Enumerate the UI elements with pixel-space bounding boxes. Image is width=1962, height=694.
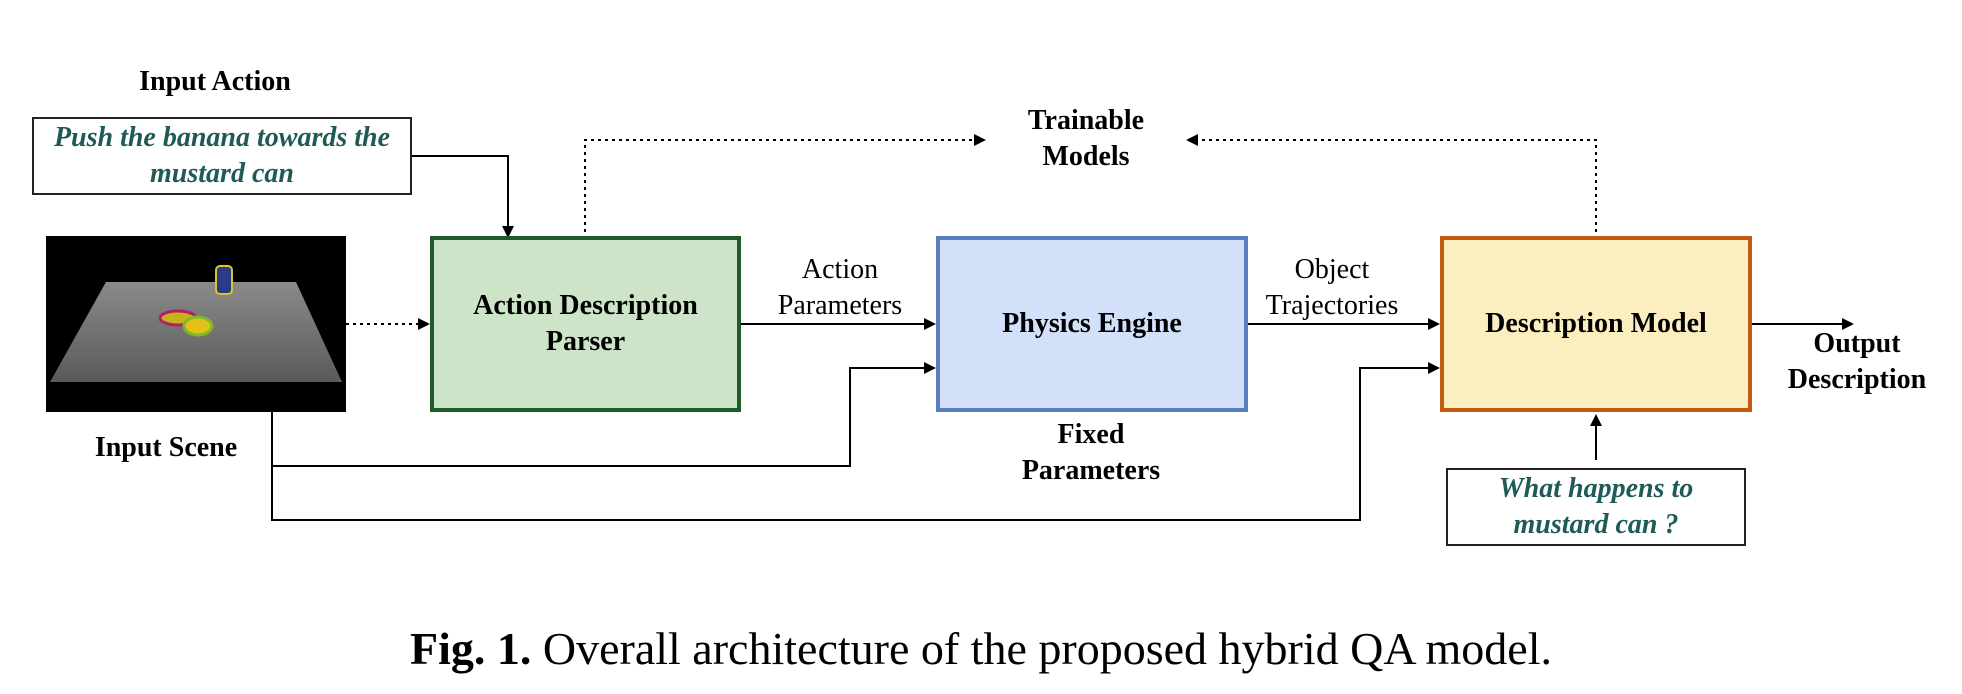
fruit-object bbox=[182, 315, 214, 337]
caption-text: Overall architecture of the proposed hyb… bbox=[542, 623, 1552, 674]
input-action-box: Push the banana towards the mustard can bbox=[32, 117, 412, 195]
input-scene-label: Input Scene bbox=[94, 432, 238, 463]
parser-to-trainable-dotted bbox=[584, 134, 986, 232]
action-parameters-label: Action Parameters bbox=[777, 254, 903, 321]
input-action-heading: Input Action bbox=[139, 66, 291, 97]
output-description-label: Output Description bbox=[1787, 328, 1927, 395]
trainable-models-label: Trainable Models bbox=[1027, 105, 1145, 172]
action-to-parser-arrow bbox=[412, 155, 514, 238]
description-model-node: Description Model bbox=[1440, 236, 1752, 412]
action-description-parser-node: Action Description Parser bbox=[430, 236, 741, 412]
mustard-can-object bbox=[215, 265, 233, 295]
fixed-parameters-label: Fixed Parameters bbox=[1021, 419, 1161, 486]
object-trajectories-label: Object Trajectories bbox=[1265, 254, 1399, 321]
description-label: Description Model bbox=[1485, 308, 1707, 339]
caption-prefix: Fig. 1. bbox=[409, 623, 532, 674]
question-box: What happens to mustard can ? bbox=[1446, 468, 1746, 546]
parser-label: Action Description Parser bbox=[473, 290, 698, 357]
figure-caption: Fig. 1. Overall architecture of the prop… bbox=[0, 622, 1962, 675]
question-text: What happens to mustard can ? bbox=[1498, 473, 1694, 540]
scene-to-physics-arrow bbox=[271, 362, 936, 467]
description-to-trainable-dotted bbox=[1186, 134, 1597, 232]
input-scene-image bbox=[46, 236, 346, 412]
input-action-text: Push the banana towards the mustard can bbox=[53, 122, 391, 189]
scene-to-description-arrow bbox=[271, 362, 1440, 521]
scene-illustration bbox=[50, 265, 342, 382]
physics-engine-node: Physics Engine bbox=[936, 236, 1248, 412]
physics-label: Physics Engine bbox=[1002, 308, 1182, 339]
